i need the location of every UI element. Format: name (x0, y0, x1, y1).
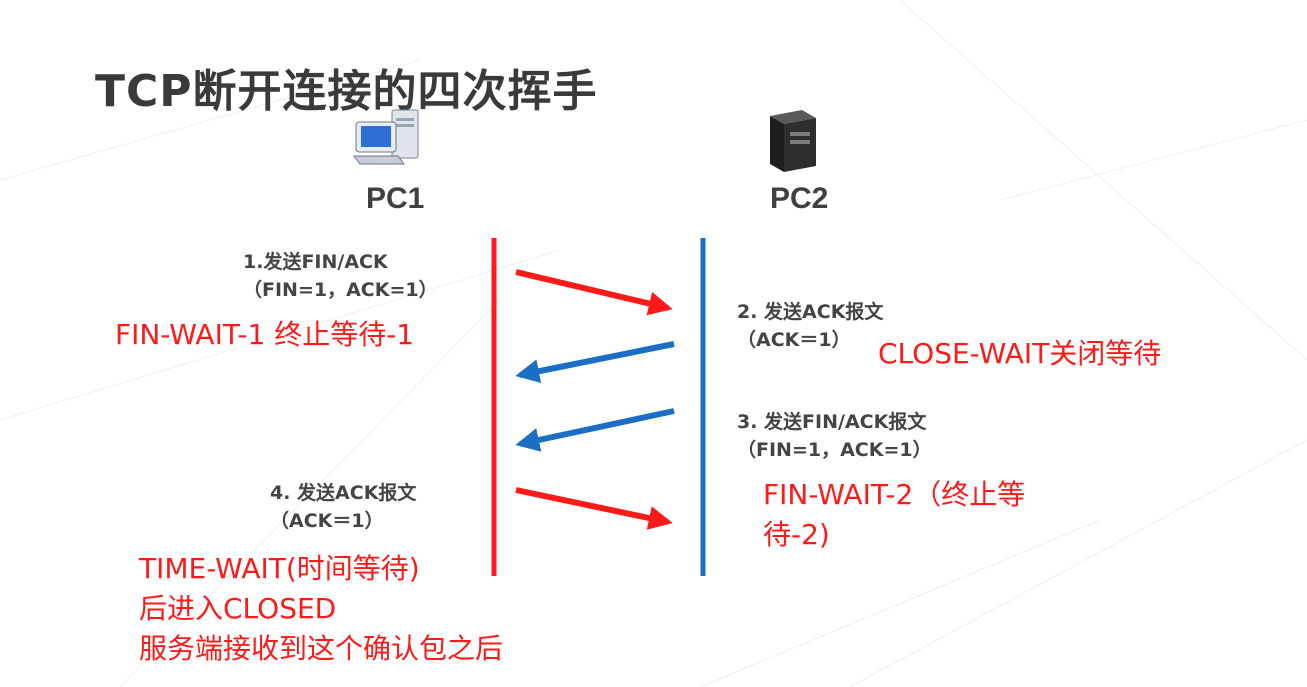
step-4-line2: （ACK＝1） (270, 510, 384, 532)
pc1-label: PC1 (366, 182, 425, 215)
fin-wait-1-state: FIN-WAIT-1 终止等待-1 (115, 318, 415, 351)
time-wait-state: TIME-WAIT(时间等待) 后进入CLOSED 服务端接收到这个确认包之后 (139, 549, 503, 669)
step-2-line1: 2. 发送ACK报文 (737, 301, 884, 323)
step-1-line2: （FIN=1，ACK=1） (243, 279, 438, 301)
desktop-computer-icon (352, 108, 424, 170)
step-1-line1: 1.发送FIN/ACK (243, 251, 388, 273)
page-title: TCP断开连接的四次挥手 (95, 66, 598, 117)
arrow-step-4 (515, 487, 673, 530)
step-2-label: 2. 发送ACK报文 （ACK＝1） (737, 298, 883, 354)
step-4-line1: 4. 发送ACK报文 (270, 482, 417, 504)
time-wait-line1: TIME-WAIT(时间等待) (139, 552, 420, 585)
step-2-line2: （ACK＝1） (737, 329, 851, 351)
step-4-label: 4. 发送ACK报文 （ACK＝1） (270, 479, 416, 535)
fin-wait-2-state: FIN-WAIT-2（终止等 待-2) (763, 475, 1025, 555)
arrow-step-2 (515, 341, 675, 383)
arrow-step-3 (515, 408, 675, 452)
fin-wait-2-line1: FIN-WAIT-2（终止等 (763, 478, 1026, 511)
time-wait-line3: 服务端接收到这个确认包之后 (139, 632, 504, 665)
step-3-line1: 3. 发送FIN/ACK报文 (737, 411, 927, 433)
step-1-label: 1.发送FIN/ACK （FIN=1，ACK=1） (243, 248, 438, 304)
fin-wait-2-line2: 待-2) (763, 518, 830, 551)
time-wait-line2: 后进入CLOSED (139, 592, 337, 625)
step-3-label: 3. 发送FIN/ACK报文 （FIN=1，ACK=1） (737, 408, 932, 464)
server-tower-icon (760, 108, 820, 174)
arrow-step-1 (515, 269, 673, 316)
close-wait-state: CLOSE-WAIT关闭等待 (878, 337, 1162, 370)
step-3-line2: （FIN=1，ACK=1） (737, 439, 932, 461)
pc2-label: PC2 (770, 182, 829, 215)
